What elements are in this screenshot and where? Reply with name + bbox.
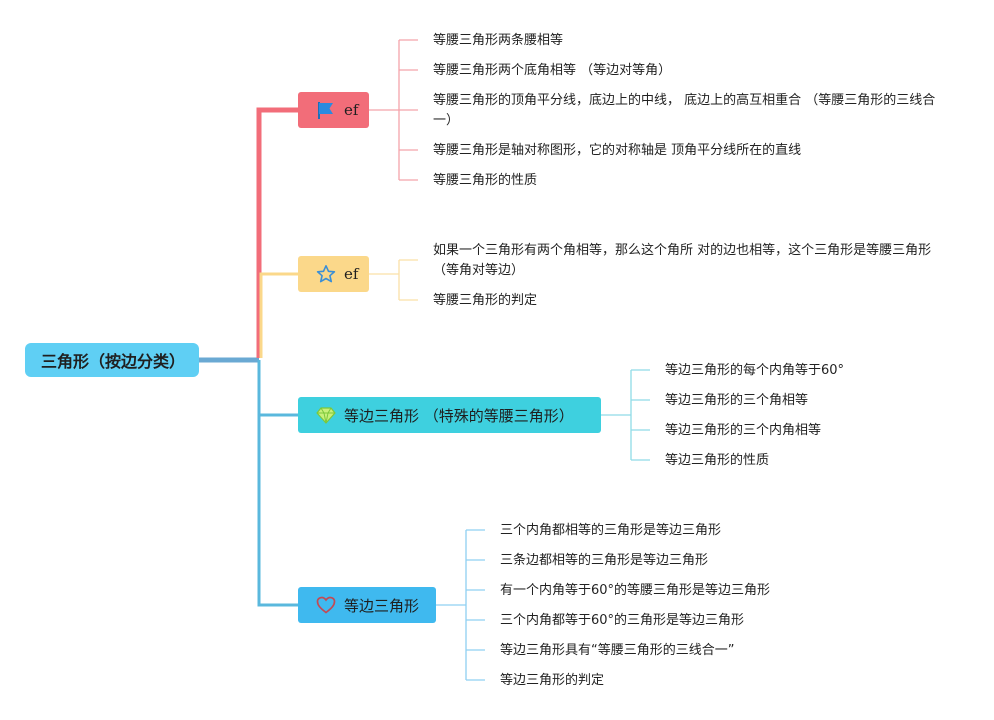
leaf-topic[interactable]: 等腰三角形的性质 [433,173,538,188]
connector-branch-2 [259,272,298,358]
leaf-topic[interactable]: 等边三角形的三个内角相等 [665,423,822,438]
branch-label: ef [344,265,359,283]
leaf-topic[interactable]: 三个内角都相等的三角形是等边三角形 [500,523,722,538]
branch-equilateral-special[interactable]: 等边三角形 （特殊的等腰三角形） [298,397,601,433]
heart-icon [316,595,336,615]
leaf-topic[interactable]: 等腰三角形的顶角平分线，底边上的中线， 底边上的高互相重合 （等腰三角形的三线合… [433,93,936,128]
connector-leaves-1 [369,39,418,181]
connector-leaves-4 [436,529,485,681]
leaf-topic[interactable]: 等腰三角形两个底角相等 （等边对等角） [433,63,672,78]
branch-label: 等边三角形 [344,596,420,615]
leaf-topic[interactable]: 三条边都相等的三角形是等边三角形 [500,553,709,568]
leaf-topic[interactable]: 等边三角形具有“等腰三角形的三线合一” [500,643,735,658]
branch-label: 等边三角形 （特殊的等腰三角形） [344,406,574,425]
root-topic-label: 三角形（按边分类） [41,352,186,371]
branch-properties-isosceles[interactable]: ef [298,92,369,128]
branch-criteria-isosceles[interactable]: ef [298,256,369,292]
root-topic[interactable]: 三角形（按边分类） [25,343,199,377]
flag-icon [316,100,336,120]
connector-branch-4 [257,360,298,607]
leaf-topic[interactable]: 三个内角都等于60°的三角形是等边三角形 [500,613,745,628]
diamond-icon [316,405,336,425]
leaf-topic[interactable]: 如果一个三角形有两个角相等，那么这个角所 对的边也相等，这个三角形是等腰三角形 … [433,243,932,278]
connector-branch-1 [256,107,298,358]
connector-branch-3 [257,360,298,417]
leaf-topic[interactable]: 等边三角形的判定 [500,673,605,688]
leaf-topic[interactable]: 有一个内角等于60°的等腰三角形是等边三角形 [500,583,771,598]
connector-leaves-3 [601,369,650,461]
leaf-topic[interactable]: 等腰三角形的判定 [433,293,538,308]
leaf-topic[interactable]: 等腰三角形两条腰相等 [433,33,564,48]
leaf-topic[interactable]: 等边三角形的每个内角等于60° [665,363,845,378]
leaf-topic[interactable]: 等边三角形的三个角相等 [665,393,809,408]
branch-label: ef [344,101,359,119]
leaf-topic[interactable]: 等腰三角形是轴对称图形，它的对称轴是 顶角平分线所在的直线 [433,143,802,158]
branch-equilateral[interactable]: 等边三角形 [298,587,436,623]
star-icon [316,264,336,284]
connector-leaves-2 [369,259,418,301]
leaf-topic[interactable]: 等边三角形的性质 [665,453,770,468]
